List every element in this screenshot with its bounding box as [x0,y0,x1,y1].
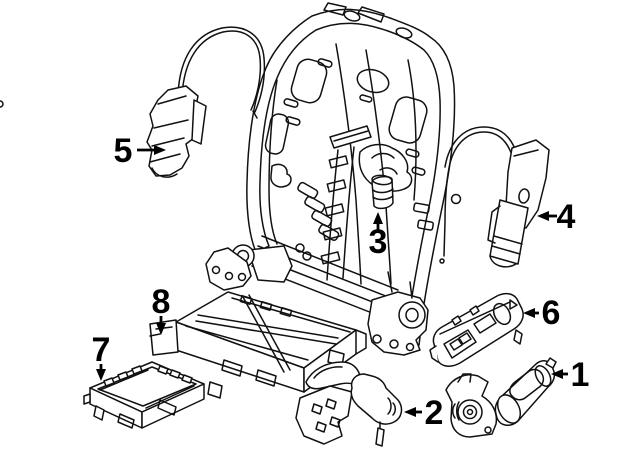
callout-2: 2 [404,394,443,432]
track-motor-bracket-part-2 [295,361,403,447]
headrest-cable-latch-part-5 [0,26,266,178]
callout-5: 5 [114,132,166,170]
arrowhead-icon [373,212,383,224]
callout-7: 7 [92,331,111,381]
lumbar-motor-part-3 [371,174,394,210]
callout-label-3: 3 [369,223,388,261]
callout-label-8: 8 [152,283,171,321]
callout-label-2: 2 [425,394,444,432]
callout-6: 6 [523,294,560,332]
arrowhead-icon [523,308,535,318]
callout-4: 4 [537,198,576,236]
latch-cable [177,26,266,113]
cross-brace [195,314,339,345]
seat-cushion-frame-part-8 [149,291,367,399]
seat-control-module-part-7 [83,361,205,429]
arrowhead-icon [551,369,563,379]
callout-label-6: 6 [542,294,561,332]
callout-8: 8 [152,283,171,335]
switch-knob-cutout [492,302,512,326]
callout-label-4: 4 [557,198,576,236]
callout-3: 3 [369,212,388,261]
motor-shaft-nub [545,357,557,369]
cable-grommet [450,193,462,205]
recliner-cable-actuator-part-4 [439,126,550,268]
arrowhead-icon [154,145,166,155]
arrowhead-icon [96,369,106,381]
arrowhead-icon [156,323,166,335]
cross-brace [242,294,291,373]
callout-label-5: 5 [114,132,133,170]
seat-back-frame [205,2,456,356]
callout-label-1: 1 [571,356,590,394]
arrowhead-icon [537,211,549,221]
actuator-cable [443,131,518,257]
callout-label-7: 7 [92,331,111,369]
motor-end-opening [496,394,522,424]
seat-motor-part-1 [445,357,557,438]
arrowhead-icon [404,407,416,417]
callouts: 5 4 3 8 7 2 6 [92,132,590,432]
seat-switch-panel-part-6 [429,292,524,367]
callout-1: 1 [551,356,589,394]
